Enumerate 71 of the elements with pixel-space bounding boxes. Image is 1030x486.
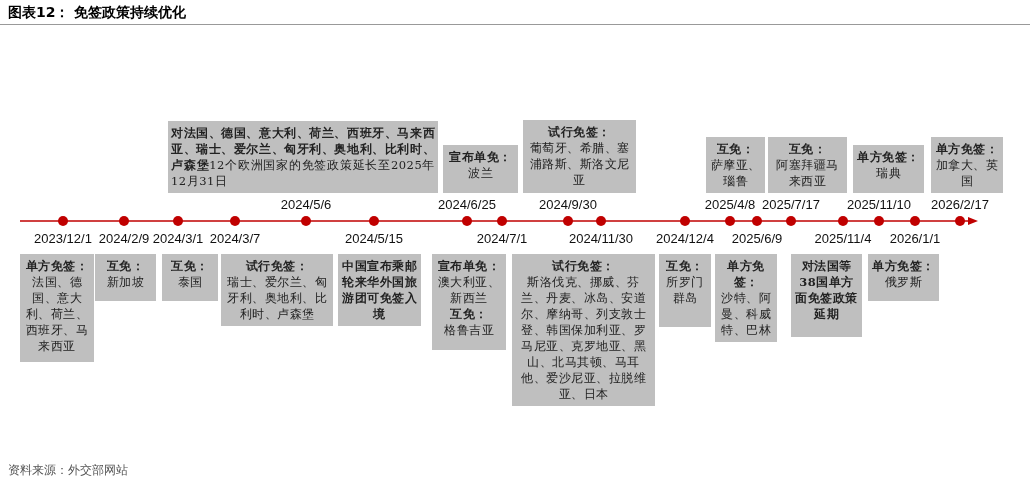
event-heading: 互免： (449, 306, 489, 322)
event-heading: 单方免签： (726, 258, 766, 290)
event-text: 俄罗斯 (883, 274, 924, 290)
date-label: 2025/11/4 (814, 231, 872, 246)
date-label: 2024/6/25 (438, 197, 496, 212)
date-label: 2026/2/17 (931, 197, 989, 212)
date-label: 2026/1/1 (889, 231, 941, 246)
event-heading: 互免： (170, 258, 210, 274)
event-card (443, 145, 518, 193)
event-card (221, 254, 333, 326)
event-text: 阿塞拜疆马来西亚 (775, 157, 840, 189)
event-card (768, 137, 847, 193)
event-heading: 互免： (787, 141, 828, 157)
event-card (706, 137, 765, 193)
source-note: 资料来源：外交部网站 (8, 462, 128, 479)
date-label: 2025/4/8 (704, 197, 756, 212)
event-text: 法国、德国、意大利、荷兰、西班牙、马来西亚 (24, 274, 90, 354)
date-label: 2023/12/1 (34, 231, 92, 246)
event-text: 中国宣布乘邮轮来华外国旅游团可免签入境 (341, 258, 418, 322)
date-label: 2025/6/9 (731, 231, 783, 246)
event-card (931, 137, 1003, 193)
event-card (20, 254, 94, 362)
date-label: 2024/5/6 (280, 197, 332, 212)
event-card (853, 145, 924, 193)
date-label: 2024/5/15 (345, 231, 403, 246)
date-label: 2024/11/30 (568, 231, 634, 246)
date-label: 2024/7/1 (476, 231, 528, 246)
event-text: 加拿大、英国 (934, 157, 1000, 189)
event-text: 沙特、阿曼、科威特、巴林 (720, 290, 772, 338)
chart-title: 图表12： 免签政策持续优化 (8, 4, 187, 22)
date-label: 2024/3/1 (152, 231, 204, 246)
date-label: 2024/2/9 (98, 231, 150, 246)
event-card (791, 254, 862, 337)
event-text: 新加坡 (105, 274, 146, 290)
event-heading: 单方免签： (24, 258, 90, 274)
event-text: 对法国等38国单方面免签政策延期 (794, 258, 859, 322)
event-heading: 宣布单免： (436, 258, 502, 274)
event-text: 葡萄牙、希腊、塞浦路斯、斯洛文尼亚 (528, 140, 631, 188)
event-card (659, 254, 711, 327)
date-label: 2024/12/4 (656, 231, 714, 246)
event-heading: 单方免签： (871, 258, 936, 274)
date-label: 2024/9/30 (539, 197, 597, 212)
event-card (95, 254, 156, 301)
event-card (162, 254, 218, 301)
event-card (868, 254, 939, 301)
date-label: 2025/11/10 (846, 197, 912, 212)
event-card (432, 254, 506, 350)
event-heading: 单方免签： (856, 149, 921, 165)
event-text: 波兰 (467, 165, 494, 181)
event-text: 格鲁吉亚 (443, 322, 495, 338)
event-text: 泰国 (176, 274, 204, 290)
event-text: 瑞典 (875, 165, 902, 181)
event-heading: 试行免签： (244, 258, 310, 274)
event-heading: 试行免签： (551, 258, 616, 274)
event-text: 斯洛伐克、挪威、芬兰、丹麦、冰岛、安道尔、摩纳哥、列支敦士登、韩国保加利亚、罗马尼亚、克罗地亚、黑山、北马其顿、马耳他、爱沙尼亚、拉脱维亚、日本 (520, 274, 647, 402)
event-text: 澳大利亚、新西兰 (436, 274, 502, 306)
event-heading: 试行免签： (547, 124, 612, 140)
date-label: 2025/7/17 (762, 197, 820, 212)
event-card (512, 254, 655, 406)
event-text: 瑞士、爱尔兰、匈牙利、奥地利、比利时、卢森堡 (226, 274, 328, 322)
event-text: 萨摩亚、瑙鲁 (709, 157, 762, 189)
event-heading: 单方免签： (934, 141, 1000, 157)
event-card (715, 254, 777, 342)
event-card (523, 120, 636, 193)
event-heading: 互免： (105, 258, 146, 274)
event-heading: 互免： (665, 258, 705, 274)
event-text: 对法国、德国、意大利、荷兰、西班牙、马来西亚、瑞士、爱尔兰、匈牙利、奥地利、比利时、卢森堡12个欧洲国家的免签政策延长至2025年12月31日 (171, 125, 435, 189)
date-label: 2024/3/7 (209, 231, 261, 246)
event-heading: 互免： (715, 141, 756, 157)
event-heading: 宣布单免： (448, 149, 513, 165)
event-text: 所罗门群岛 (665, 274, 705, 306)
